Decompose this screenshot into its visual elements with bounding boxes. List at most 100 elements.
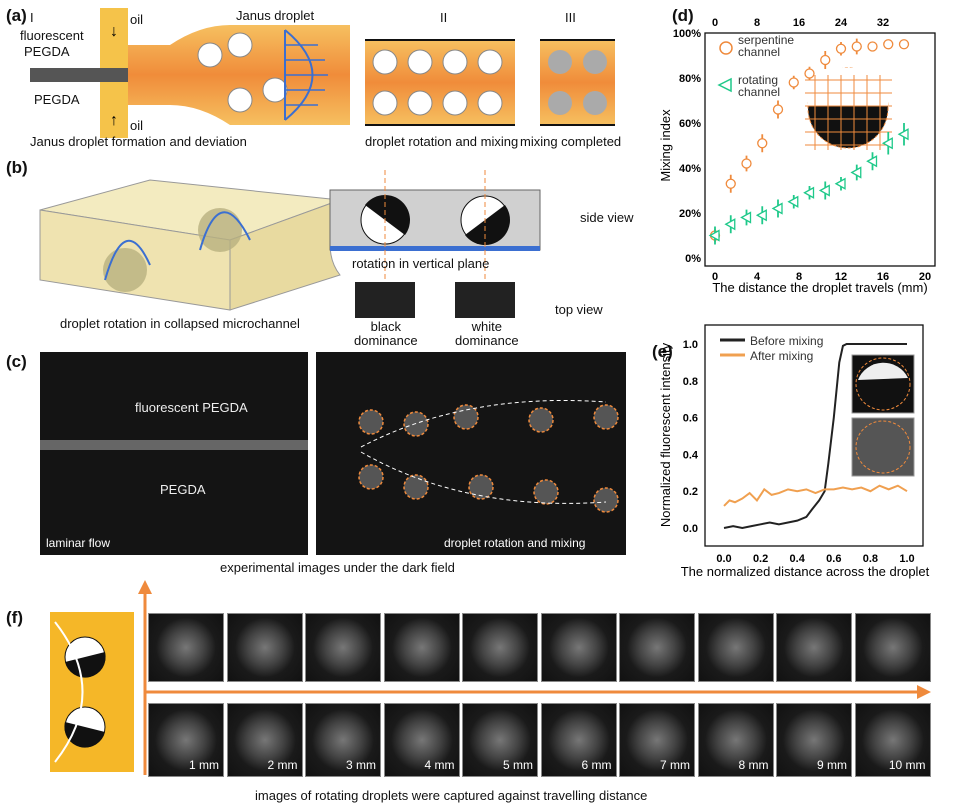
distance-label: 9 mm bbox=[817, 758, 847, 772]
panel-label-d: (d) bbox=[672, 6, 694, 25]
y-tick-label: 60% bbox=[679, 118, 701, 130]
distance-label: 4 mm bbox=[424, 758, 455, 772]
plot-frame bbox=[704, 32, 936, 267]
oil-top-label: oil bbox=[130, 12, 144, 27]
legend-marker-serpentine bbox=[719, 41, 733, 55]
caption-a1: Janus droplet formation and deviation bbox=[30, 134, 247, 149]
droplet-image-bottom: 8 mm bbox=[697, 703, 774, 777]
droplet-image-bottom: 3 mm bbox=[305, 703, 381, 777]
y-tick-label: 0.0 bbox=[683, 523, 698, 535]
top-x-tick-label: 8 bbox=[754, 17, 760, 29]
distance-label: 6 mm bbox=[581, 758, 612, 772]
caption-a2: droplet rotation and mixing bbox=[365, 134, 519, 149]
y-axis-label: Mixing index bbox=[658, 109, 673, 182]
panel-label-a: (a) bbox=[6, 6, 27, 25]
panel-label-c: (c) bbox=[6, 352, 27, 371]
top-x-tick-label: 16 bbox=[793, 17, 805, 29]
droplet-image-bottom: 10 mm bbox=[854, 703, 931, 777]
distance-label: 8 mm bbox=[738, 758, 769, 772]
caption-c: experimental images under the dark field bbox=[220, 560, 455, 575]
distance-label: 10 mm bbox=[888, 758, 926, 772]
inset-circle bbox=[855, 420, 911, 474]
data-point-rotating bbox=[897, 128, 909, 141]
y-tick-label: 20% bbox=[679, 208, 701, 220]
droplet-image-bottom: 4 mm bbox=[383, 703, 460, 777]
panel-label-f: (f) bbox=[6, 608, 23, 627]
top-view-label: top view bbox=[555, 302, 603, 317]
x-tick-label: 0 bbox=[712, 271, 718, 283]
top-x-tick-label: 24 bbox=[835, 17, 848, 29]
legend-line: channel bbox=[738, 45, 780, 59]
droplet-grid-inset bbox=[805, 67, 892, 150]
legend-label: Before mixing bbox=[750, 334, 823, 348]
data-point-rotating bbox=[724, 218, 736, 231]
legend-marker-rotating bbox=[717, 77, 732, 93]
caption-b: droplet rotation in collapsed microchann… bbox=[60, 316, 300, 331]
white-dominance-label: white dominance bbox=[455, 319, 519, 348]
data-point-rotating bbox=[755, 209, 767, 222]
fluorescent-pegda-label: fluorescent PEGDA bbox=[135, 400, 248, 415]
droplet-image-top bbox=[697, 613, 774, 682]
legend-label: After mixing bbox=[750, 349, 813, 363]
pegda-label-1: PEGDA bbox=[24, 44, 70, 59]
droplet-image-top bbox=[540, 613, 617, 682]
droplet-image-top bbox=[148, 613, 224, 682]
series-line-after bbox=[723, 484, 908, 507]
inset-white-half bbox=[858, 362, 908, 380]
main-channel bbox=[128, 25, 350, 125]
data-point-rotating bbox=[787, 195, 799, 208]
legend-line: channel bbox=[738, 85, 780, 99]
inset-after bbox=[851, 417, 915, 477]
data-point-serpentine bbox=[757, 138, 768, 149]
rotation-schematic-f bbox=[50, 612, 134, 772]
plot-frame bbox=[704, 324, 924, 547]
pegda-label-2: PEGDA bbox=[34, 92, 80, 107]
y-tick-label: 1.0 bbox=[683, 339, 698, 351]
droplet-image-top bbox=[462, 613, 538, 682]
series-line-before bbox=[723, 343, 907, 530]
droplet-image-bottom: 7 mm bbox=[619, 703, 695, 777]
data-point-serpentine bbox=[835, 43, 847, 54]
janus-droplet-label: Janus droplet bbox=[236, 8, 315, 23]
top-x-tick-label: 0 bbox=[712, 17, 718, 29]
y-tick-label: 80% bbox=[679, 73, 701, 85]
inset-circle bbox=[855, 357, 911, 411]
droplet-image-top bbox=[383, 613, 460, 682]
x-axis-label: The normalized distance across the dropl… bbox=[681, 564, 930, 579]
distance-label: 7 mm bbox=[660, 758, 690, 772]
distance-label: 5 mm bbox=[503, 758, 533, 772]
data-point-serpentine bbox=[725, 178, 736, 189]
droplet-image-bottom: 1 mm bbox=[148, 703, 224, 777]
y-axis-label: Normalized fluorescent intensity bbox=[658, 342, 673, 527]
caption-a3: mixing completed bbox=[520, 134, 622, 149]
oil-bottom-label: oil bbox=[130, 118, 144, 133]
y-tick-label: 100% bbox=[673, 28, 701, 40]
fluorescent-label: fluorescent bbox=[20, 28, 84, 43]
legend-line: serpentine bbox=[738, 33, 794, 47]
data-point-serpentine bbox=[867, 41, 878, 52]
pegda-label-c: PEGDA bbox=[160, 482, 206, 497]
droplet-image-top bbox=[305, 613, 381, 682]
rotation-label: rotation in vertical plane bbox=[352, 256, 490, 271]
x-tick-label: 20 bbox=[919, 271, 931, 283]
y-tick-label: 0% bbox=[685, 253, 701, 265]
droplet-image-top bbox=[776, 613, 852, 682]
droplet-image-bottom: 9 mm bbox=[776, 703, 852, 777]
y-tick-label: 0.2 bbox=[683, 486, 698, 498]
x-axis-label: The distance the droplet travels (mm) bbox=[712, 280, 927, 295]
laminar-flow-label: laminar flow bbox=[46, 536, 111, 550]
svg-text:↓: ↓ bbox=[110, 23, 118, 40]
y-tick-label: 40% bbox=[679, 163, 701, 175]
x-tick-label: 0.2 bbox=[753, 553, 768, 565]
panel-label-e: (e) bbox=[652, 342, 673, 361]
data-point-serpentine bbox=[883, 39, 894, 50]
y-tick-label: 0.8 bbox=[683, 376, 698, 388]
distance-axis-arrows bbox=[138, 580, 931, 775]
data-point-rotating bbox=[740, 211, 752, 224]
distance-label: 2 mm bbox=[267, 758, 298, 772]
x-tick-label: 0.6 bbox=[826, 553, 841, 565]
droplet-image-top bbox=[226, 613, 303, 682]
